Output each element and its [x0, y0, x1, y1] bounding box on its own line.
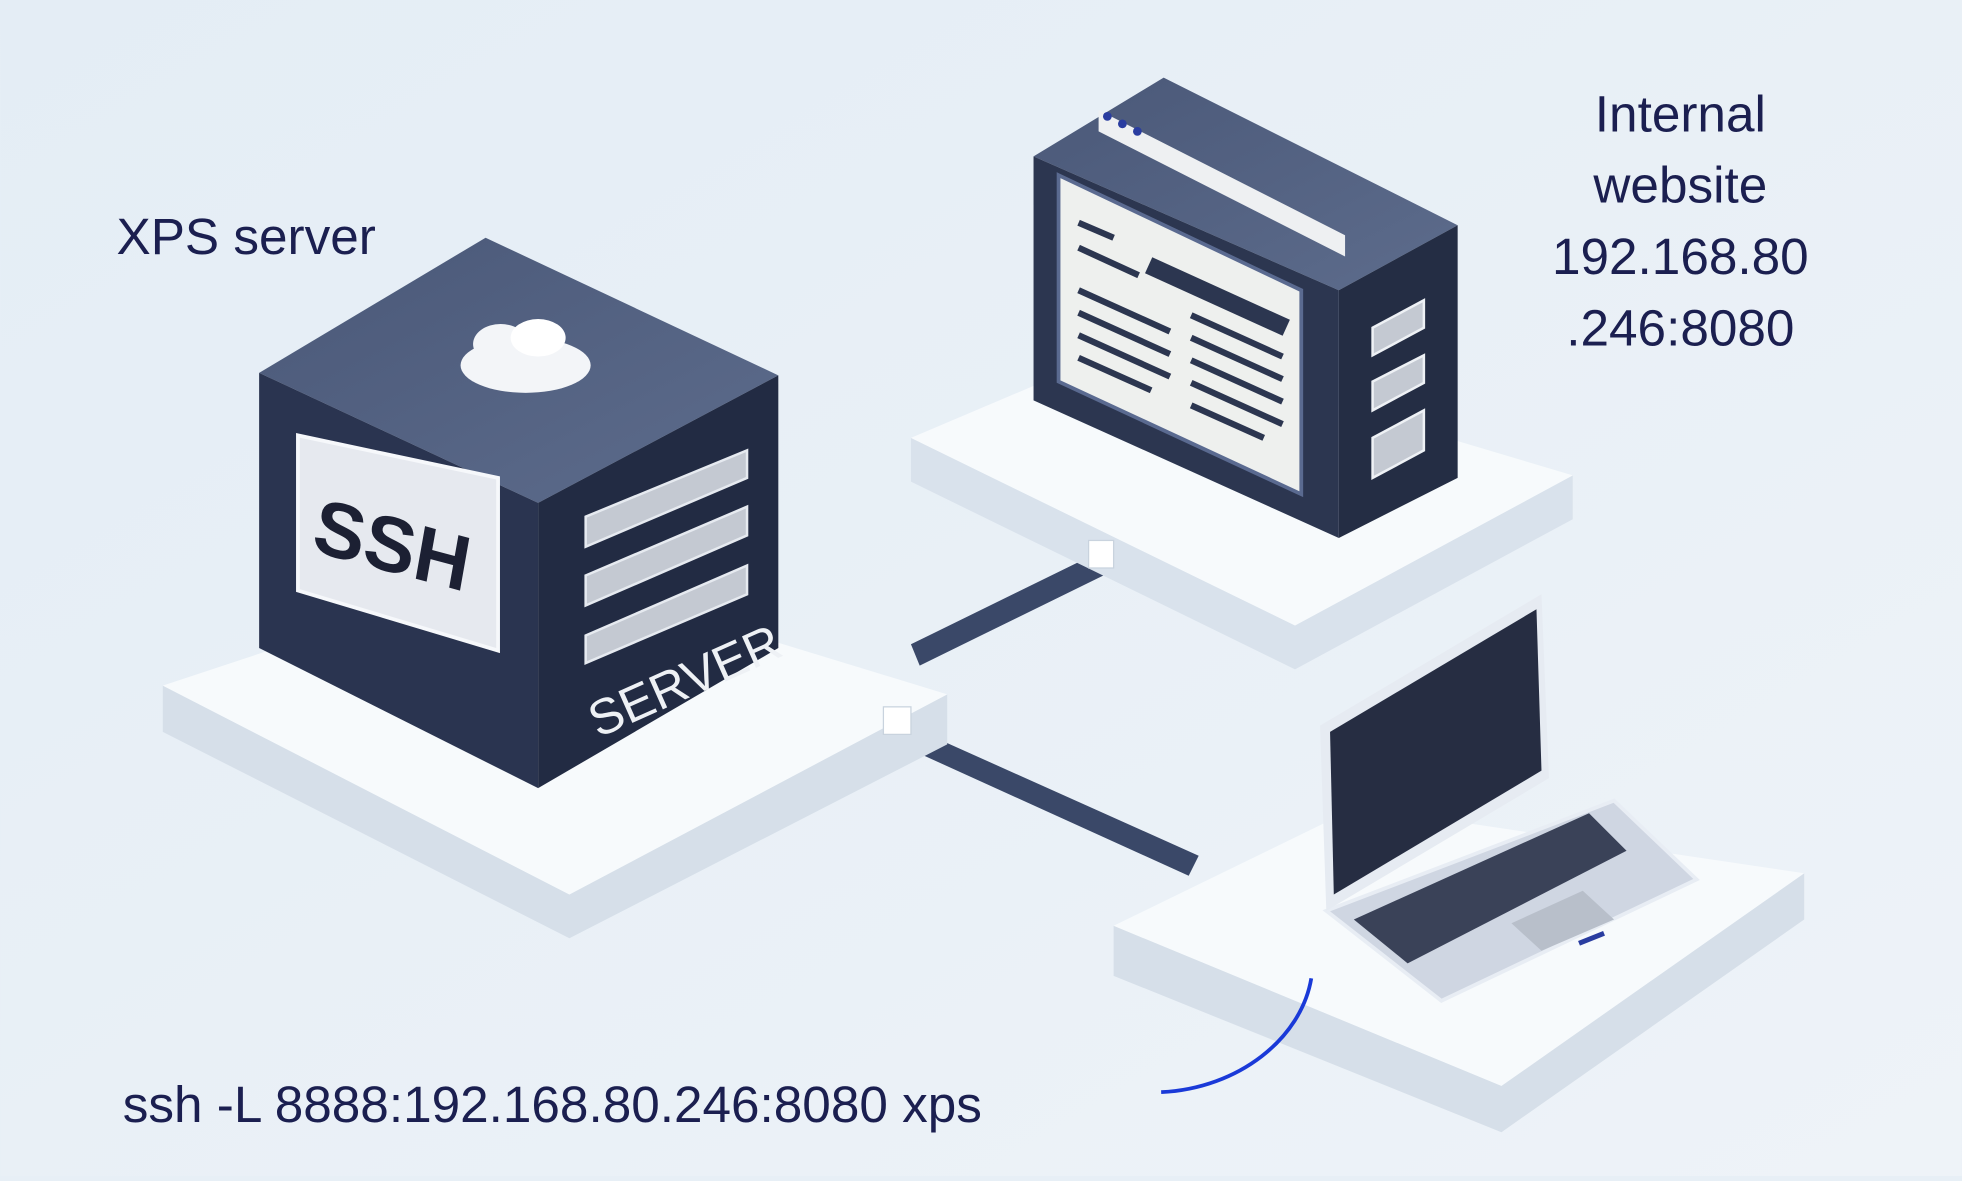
- browser-title-bar: [1098, 110, 1346, 257]
- cable-to-web-server: [910, 547, 1117, 666]
- internal-website-line-4: .246:8080: [1566, 299, 1794, 356]
- cable-to-laptop: [885, 715, 1199, 876]
- xps-ssh-server: SSH SERVER: [259, 237, 790, 789]
- internal-web-server: [1033, 77, 1458, 538]
- internal-website-line-2: website: [1592, 157, 1767, 214]
- laptop-keyboard: [1353, 813, 1627, 964]
- callout-line: [1161, 978, 1314, 1095]
- cloud-icon: [460, 319, 591, 393]
- laptop-screen: [1330, 609, 1542, 895]
- client-laptop: [1320, 594, 1700, 1004]
- web-server-drive-bays: [1371, 298, 1426, 480]
- ssh-panel: [296, 433, 500, 654]
- webpage-screen-icon: [1056, 172, 1304, 498]
- webpage-text-lines: [1077, 219, 1290, 441]
- xps-server-label: XPS server: [117, 208, 376, 265]
- internal-website-line-3: 192.168.80: [1552, 228, 1809, 285]
- internal-website-line-1: Internal: [1595, 85, 1766, 142]
- ssh-command-label: ssh -L 8888:192.168.80.246:8080 xps: [123, 1076, 982, 1133]
- internal-website-label: Internal website 192.168.80 .246:8080: [1552, 85, 1809, 356]
- laptop-trackpad: [1511, 890, 1615, 951]
- server-drive-bays: [584, 448, 749, 665]
